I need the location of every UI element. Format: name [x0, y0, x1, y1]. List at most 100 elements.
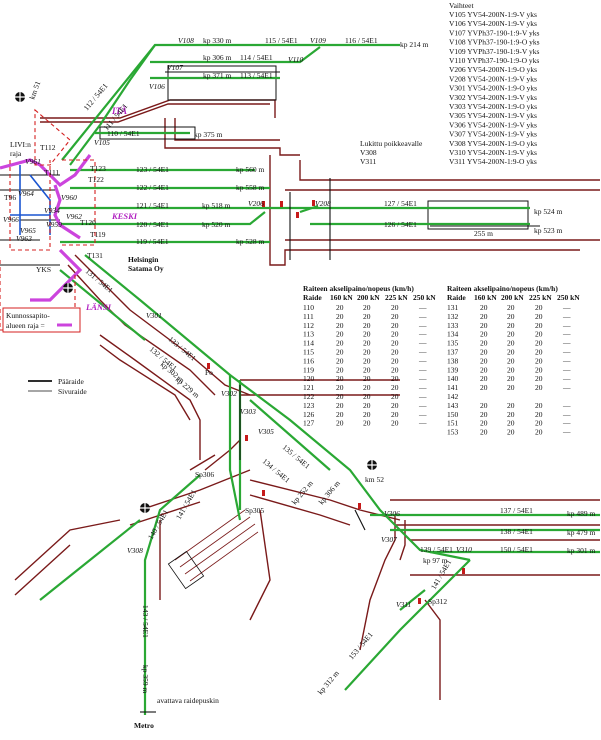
km-post-icons [15, 92, 377, 513]
table-cell: 20 [363, 419, 371, 428]
table-cell: — [562, 321, 571, 330]
table-cell: 110 [303, 303, 314, 312]
table-cell: 20 [363, 383, 371, 392]
table-header-cell: 250 kN [557, 293, 580, 302]
legend-box [2, 307, 81, 333]
table-title: Raiteen akselipaino/nopeus (km/h) [303, 284, 414, 293]
table-cell: 20 [535, 428, 543, 437]
table-cell: 119 [303, 365, 314, 374]
kp-label: kp 558 m [236, 183, 265, 192]
table-cell: 20 [507, 383, 515, 392]
switch-labels: V108 V109 V107 V110 V106 V105 V206 V208 … [3, 36, 472, 609]
table-cell: 20 [480, 303, 488, 312]
track-label: 116 / 54E1 [345, 36, 378, 45]
metro-label: Metro [134, 721, 154, 730]
track-label: 115 / 54E1 [265, 36, 298, 45]
table-cell: 121 [303, 383, 315, 392]
table-cell: — [562, 419, 571, 428]
hatched-area [167, 509, 259, 590]
table-cell: 20 [363, 392, 371, 401]
switch-list-item: V308 YV54-200N-1:9-O yks [449, 139, 537, 148]
table-cell: 20 [391, 321, 399, 330]
switch-label: V962 [66, 212, 82, 221]
table-cell: — [418, 419, 427, 428]
legend-side-track: Sivuraide [58, 387, 87, 396]
switch-label: V107 [167, 63, 183, 72]
table-cell: 20 [391, 330, 399, 339]
buffer-label: avattava raidepuskin [157, 696, 219, 705]
table-cell: 20 [507, 303, 515, 312]
switch-label: T111 [44, 168, 60, 177]
table-cell: — [562, 356, 571, 365]
track-label: 122 / 54E1 [136, 183, 169, 192]
table-cell: 20 [363, 401, 371, 410]
kp-label: kp 523 m [534, 226, 563, 235]
livi-label: raja [10, 149, 22, 158]
harbour-label: Satama Oy [128, 264, 164, 273]
table-cell: — [418, 339, 427, 348]
kp-label: kp 97 m [423, 556, 448, 565]
table-cell: — [562, 303, 571, 312]
km-post-icon [140, 503, 150, 513]
table-cell: 20 [336, 401, 344, 410]
table-cell: 112 [303, 321, 314, 330]
table-cell: 142 [447, 392, 459, 401]
table-cell: 20 [336, 321, 344, 330]
table-cell: — [562, 339, 571, 348]
signal-markers [207, 200, 465, 604]
legend-box-line2: alueen raja = [6, 321, 45, 330]
switch-label: V961 [25, 157, 41, 166]
table-cell: — [418, 312, 427, 321]
kp-label: kp 359 m [141, 665, 150, 694]
locked-list: Lukittu poikkeavalle V308 V311 [360, 139, 423, 166]
switch-list-item: V105 YV54-200N-1:9-V yks [449, 10, 537, 19]
table-cell: — [562, 401, 571, 410]
switch-label: Sp305 [245, 506, 264, 515]
table-cell: 20 [391, 356, 399, 365]
table-header-cell: 250 kN [413, 293, 436, 302]
table-cell: 133 [447, 321, 459, 330]
table-cell: 126 [303, 410, 315, 419]
switch-list-item: V311 YV54-200N-1:9-O yks [449, 157, 537, 166]
km-post-icon [367, 460, 377, 470]
table-cell: 20 [336, 339, 344, 348]
area-outlines [14, 99, 600, 700]
switch-label: V963 [16, 234, 32, 243]
track-label: 120 / 54E1 [136, 220, 169, 229]
table-cell: 120 [303, 374, 315, 383]
table-cell: 135 [447, 339, 459, 348]
switch-label: V960 [61, 193, 77, 202]
table-cell: 20 [363, 348, 371, 357]
switch-label: V106 [149, 82, 165, 91]
table-cell: 20 [535, 410, 543, 419]
switch-label: V105 [94, 138, 110, 147]
switch-list-item: V301 YV54-200N-1:9-O yks [449, 84, 537, 93]
table-cell: 20 [535, 339, 543, 348]
table-cell: — [418, 330, 427, 339]
kp-label: kp 252 m [290, 479, 315, 507]
legend: Kunnossapito- alueen raja = Pääraide Siv… [2, 307, 87, 396]
switch-label: V307 [381, 535, 397, 544]
track-label: 113 / 54E1 [240, 71, 273, 80]
table-cell: 20 [507, 428, 515, 437]
table-cell: 20 [535, 348, 543, 357]
table-cell: 20 [535, 356, 543, 365]
switch-list-item: V303 YV54-200N-1:9-O yks [449, 102, 537, 111]
table-cell: 140 [447, 374, 459, 383]
switch-list-item: V108 YVPh37-190-1:9-O yks [449, 38, 540, 47]
switch-label: T112 [40, 143, 56, 152]
switch-label: V303 [240, 407, 256, 416]
switch-label: V964 [18, 189, 34, 198]
switch-label: V308 [127, 546, 143, 555]
track-label: 126 / 54E1 [384, 220, 417, 229]
table-cell: 20 [391, 312, 399, 321]
table-cell: 127 [303, 419, 315, 428]
kp-label: kp 518 m [202, 201, 231, 210]
table-cell: 20 [391, 348, 399, 357]
switch-label: V302 [221, 389, 237, 398]
table-cell: 20 [336, 374, 344, 383]
track-label: 119 / 54E1 [136, 237, 169, 246]
switch-label: V965 [20, 226, 36, 235]
